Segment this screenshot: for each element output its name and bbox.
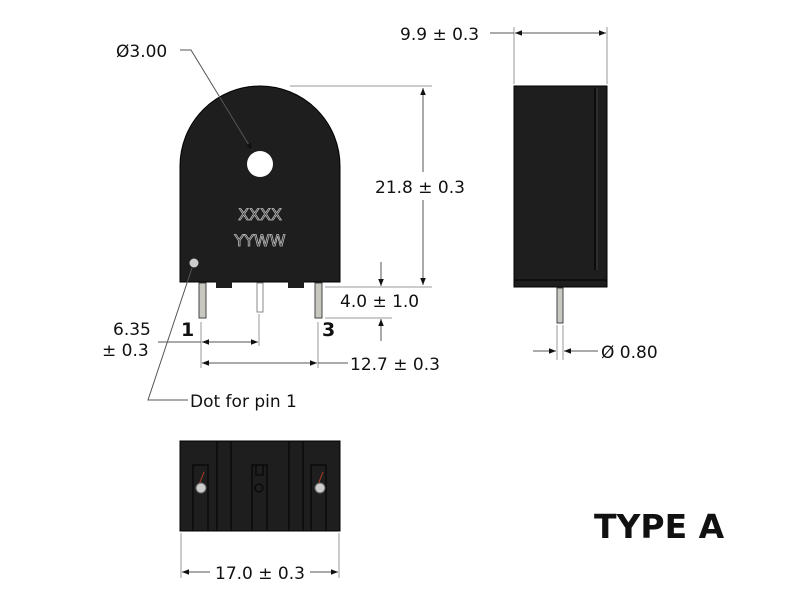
bottom-view [179, 440, 341, 532]
pin-1 [198, 282, 207, 319]
hole-leader-line [180, 49, 253, 151]
width-label: 17.0 ± 0.3 [215, 564, 305, 584]
bottom-pin-1 [195, 482, 207, 494]
side-pin [556, 287, 564, 324]
dot-leader-line [147, 267, 193, 401]
pin-length-label: 4.0 ± 1.0 [340, 292, 419, 312]
marking-line1: XXXX [238, 205, 282, 224]
side-view [513, 85, 608, 324]
pin-3 [314, 282, 323, 319]
pin1-label: 1 [181, 319, 194, 341]
marking-line2: YYWW [233, 231, 285, 250]
front-body [179, 85, 341, 283]
bottom-body [179, 440, 341, 532]
pin-diameter-dimension [533, 325, 598, 360]
width-dimension [180, 533, 340, 578]
pin-pitch-dimension [158, 314, 319, 368]
pin-length-dimension [325, 262, 392, 341]
pin-2 [256, 282, 264, 313]
front-view: XXXX YYWW [179, 85, 341, 319]
type-title: TYPE A [594, 507, 725, 546]
pitch-tol-label: ± 0.3 [102, 341, 149, 361]
hole-diameter-label: Ø3.00 [116, 42, 167, 62]
depth-label: 9.9 ± 0.3 [400, 25, 479, 45]
height-label: 21.8 ± 0.3 [375, 178, 465, 198]
tab-right [288, 281, 304, 288]
pin3-label: 3 [322, 319, 335, 341]
tab-left [216, 281, 232, 288]
center-hole [247, 151, 273, 177]
pin-diameter-label: Ø 0.80 [601, 343, 658, 363]
depth-dimension [490, 27, 608, 84]
pin-span-label: 12.7 ± 0.3 [350, 355, 440, 375]
pitch-value-label: 6.35 [113, 320, 151, 340]
height-dimension [290, 85, 432, 288]
bottom-pin-3 [314, 482, 326, 494]
pin1-dot [189, 258, 199, 268]
dot-note: Dot for pin 1 [190, 392, 297, 412]
side-body [513, 85, 608, 288]
